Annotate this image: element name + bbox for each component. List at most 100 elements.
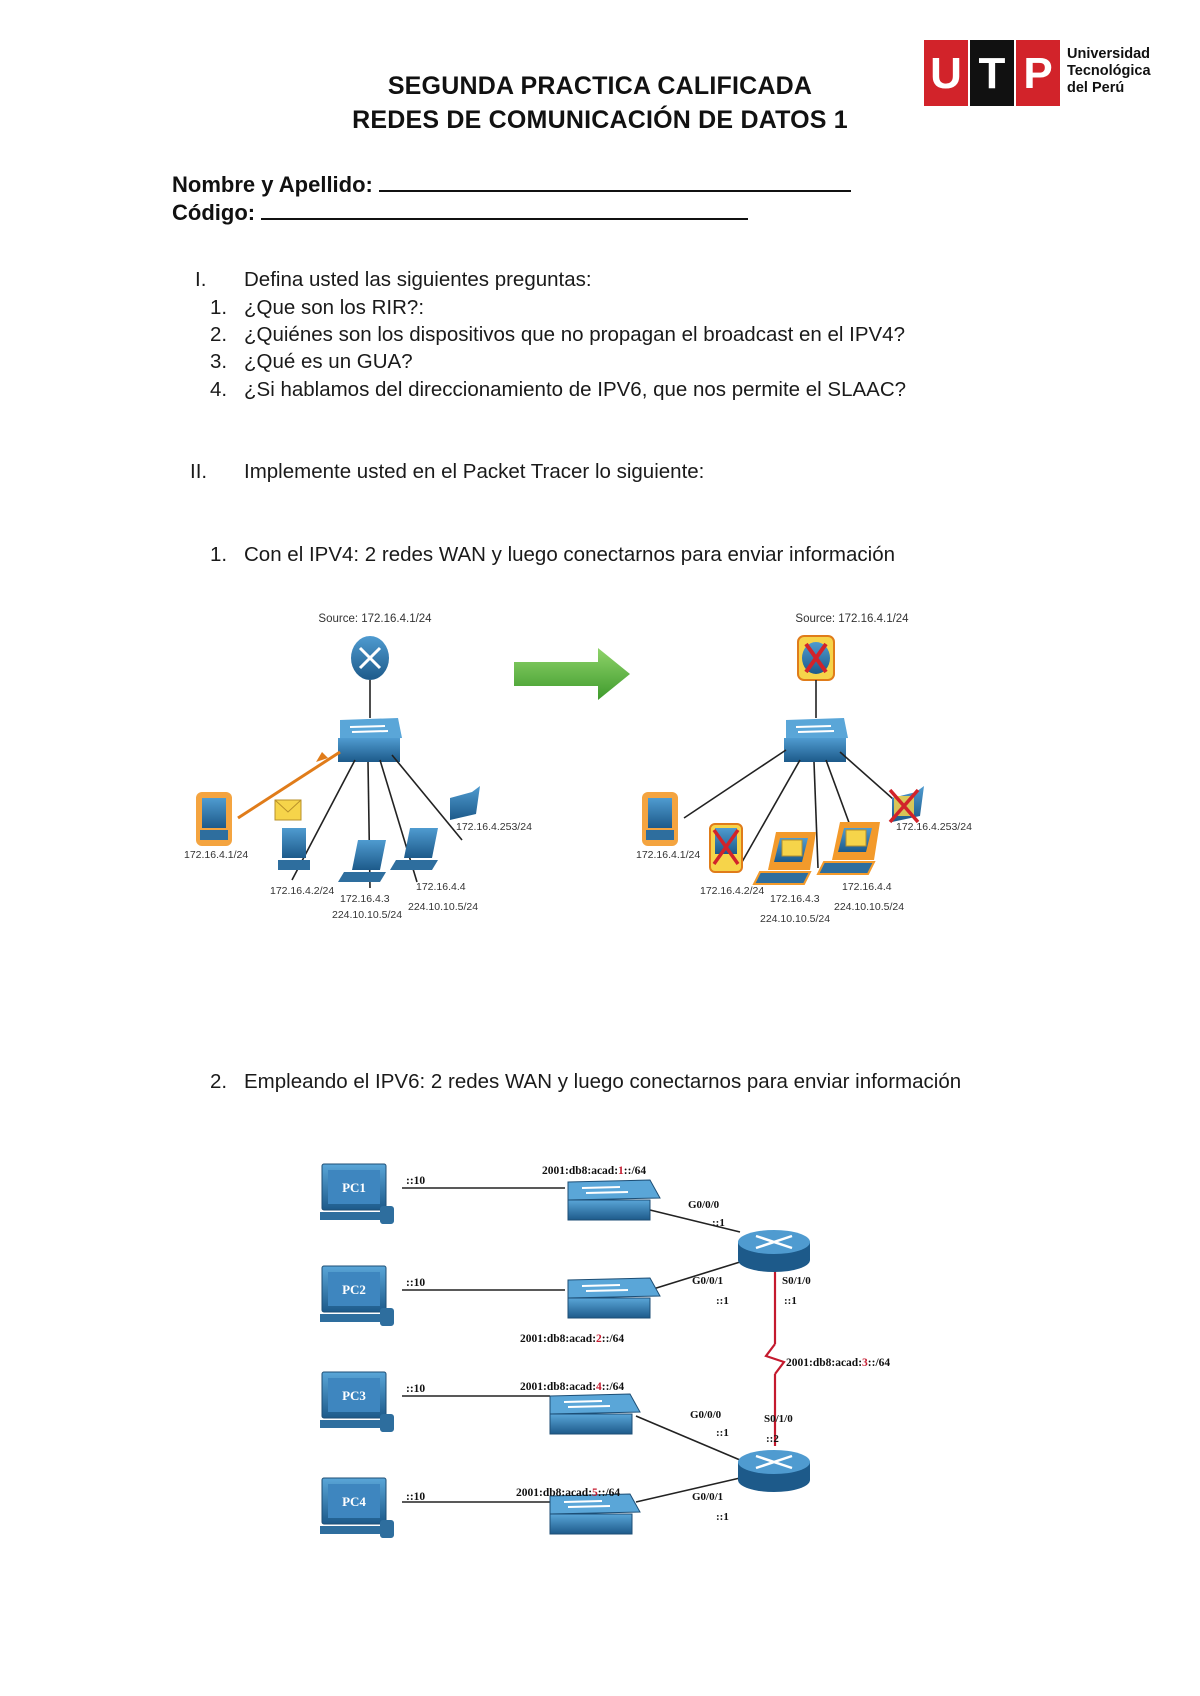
question-number: 2. [210, 323, 228, 346]
left-pc2-label: 172.16.4.2/24 [270, 885, 334, 897]
r1-g001-label: G0/0/1 [692, 1275, 723, 1287]
net5-label: 2001:db8:acad:5::/64 [516, 1487, 620, 1499]
left-source-label: Source: 172.16.4.1/24 [318, 613, 432, 625]
left-pc1-label: 172.16.4.1/24 [184, 849, 248, 861]
left-router-icon [351, 636, 389, 680]
left-printer-icon [450, 786, 480, 820]
router1-icon [738, 1230, 810, 1272]
left-laptop4-ip: 172.16.4.4 [416, 881, 466, 893]
net4-label: 2001:db8:acad:4::/64 [520, 1381, 624, 1393]
net2-label: 2001:db8:acad:2::/64 [520, 1333, 624, 1345]
left-laptop4-multicast: 224.10.10.5/24 [408, 901, 478, 913]
left-pc1-icon [196, 792, 232, 846]
net3-label: 2001:db8:acad:3::/64 [786, 1357, 890, 1369]
switch4-icon [549, 1493, 641, 1535]
name-blank-line[interactable] [379, 170, 851, 192]
left-laptop4-icon [390, 828, 438, 870]
pc3-host-id: ::10 [406, 1383, 425, 1395]
question-text: ¿Qué es un GUA? [244, 350, 413, 373]
pc4-icon [320, 1477, 394, 1538]
r1-g000-label: G0/0/0 [688, 1199, 720, 1211]
right-pc1-icon [642, 792, 678, 846]
question-number: 3. [210, 350, 228, 373]
page-title: SEGUNDA PRACTICA CALIFICADA [387, 72, 813, 100]
switch2-icon [567, 1277, 661, 1319]
question-number: 4. [210, 378, 228, 401]
r2-g000-ip: ::1 [716, 1427, 729, 1439]
right-source-label: Source: 172.16.4.1/24 [795, 613, 909, 625]
logo-name-line2: Tecnológica [1067, 63, 1151, 79]
right-printer-blocked-icon [888, 786, 924, 824]
ipv6-topology-diagram: PC1 PC2 PC3 PC4 ::10 ::10 ::10 ::10 [320, 1163, 890, 1538]
left-pc2-icon [278, 828, 310, 870]
logo-name-line3: del Perú [1067, 80, 1124, 96]
question-text: ¿Que son los RIR?: [244, 296, 425, 319]
left-printer-label: 172.16.4.253/24 [456, 821, 532, 833]
task-number: 2. [210, 1070, 228, 1093]
r2-s010-ip: ::2 [766, 1433, 779, 1445]
task-number: 1. [210, 543, 228, 566]
question-text: ¿Si hablamos del direccionamiento de IPV… [244, 378, 907, 401]
router2-icon [738, 1450, 810, 1492]
name-field: Nombre y Apellido: [172, 170, 851, 198]
r1-g000-ip: ::1 [712, 1217, 725, 1229]
logo-name-line1: Universidad [1067, 46, 1150, 62]
code-field: Código: [172, 198, 749, 226]
pc1-label: PC1 [342, 1180, 366, 1195]
task-text: Empleando el IPV6: 2 redes WAN y luego c… [244, 1070, 962, 1093]
switch3-icon [549, 1393, 641, 1435]
net1-label: 2001:db8:acad:1::/64 [542, 1165, 646, 1177]
right-router-blocked-icon [797, 635, 835, 681]
r2-s010-label: S0/1/0 [764, 1413, 793, 1425]
section1-numeral: I. [195, 268, 207, 291]
right-printer-label: 172.16.4.253/24 [896, 821, 972, 833]
pc3-label: PC3 [342, 1388, 366, 1403]
left-switch-icon [338, 718, 402, 762]
left-laptop3-multicast: 224.10.10.5/24 [332, 909, 402, 921]
section2-numeral: II. [190, 460, 208, 483]
ipv4-broadcast-diagram: Source: 172.16.4.1/24 172. [184, 613, 972, 925]
task-text: Con el IPV4: 2 redes WAN y luego conecta… [244, 543, 896, 566]
utp-logo: U T P Universidad Tecnológica del Perú [924, 40, 1151, 106]
transition-arrow-icon [514, 648, 630, 700]
section1-heading: Defina usted las siguientes preguntas: [244, 268, 592, 291]
r2-g001-label: G0/0/1 [692, 1491, 723, 1503]
question-number: 1. [210, 296, 228, 319]
right-laptop4-packet-icon [816, 822, 880, 875]
right-laptop3-packet-icon [752, 832, 816, 885]
code-blank-line[interactable] [261, 198, 749, 220]
pc2-label: PC2 [342, 1282, 366, 1297]
question-text: ¿Quiénes son los dispositivos que no pro… [244, 323, 905, 346]
r1-s010-label: S0/1/0 [782, 1275, 811, 1287]
pc2-icon [320, 1265, 394, 1326]
section2-heading: Implemente usted en el Packet Tracer lo … [244, 460, 705, 483]
name-label: Nombre y Apellido: [172, 172, 373, 197]
left-laptop3-icon [338, 840, 386, 882]
right-laptop4-ip: 172.16.4.4 [842, 881, 892, 893]
right-laptop3-multicast: 224.10.10.5/24 [760, 913, 830, 925]
right-pc2-label: 172.16.4.2/24 [700, 885, 764, 897]
r1-g001-ip: ::1 [716, 1295, 729, 1307]
right-pc2-blocked-icon [709, 823, 743, 873]
page-subtitle: REDES DE COMUNICACIÓN DE DATOS 1 [352, 106, 848, 134]
pc4-host-id: ::10 [406, 1491, 425, 1503]
left-packet-envelope-icon [274, 799, 302, 821]
logo-letter-p: P [1023, 49, 1052, 98]
pc1-host-id: ::10 [406, 1175, 425, 1187]
r2-g001-ip: ::1 [716, 1511, 729, 1523]
pc1-icon [320, 1163, 394, 1224]
r1-s010-ip: ::1 [784, 1295, 797, 1307]
right-laptop3-ip: 172.16.4.3 [770, 893, 820, 905]
logo-letter-t: T [979, 49, 1006, 98]
logo-letter-u: U [930, 49, 962, 98]
pc4-label: PC4 [342, 1494, 366, 1509]
r2-g000-label: G0/0/0 [690, 1409, 722, 1421]
left-laptop3-ip: 172.16.4.3 [340, 893, 390, 905]
right-laptop4-multicast: 224.10.10.5/24 [834, 901, 904, 913]
pc3-icon [320, 1371, 394, 1432]
pc2-host-id: ::10 [406, 1277, 425, 1289]
right-pc1-label: 172.16.4.1/24 [636, 849, 700, 861]
code-label: Código: [172, 200, 256, 225]
switch1-icon [567, 1179, 661, 1221]
